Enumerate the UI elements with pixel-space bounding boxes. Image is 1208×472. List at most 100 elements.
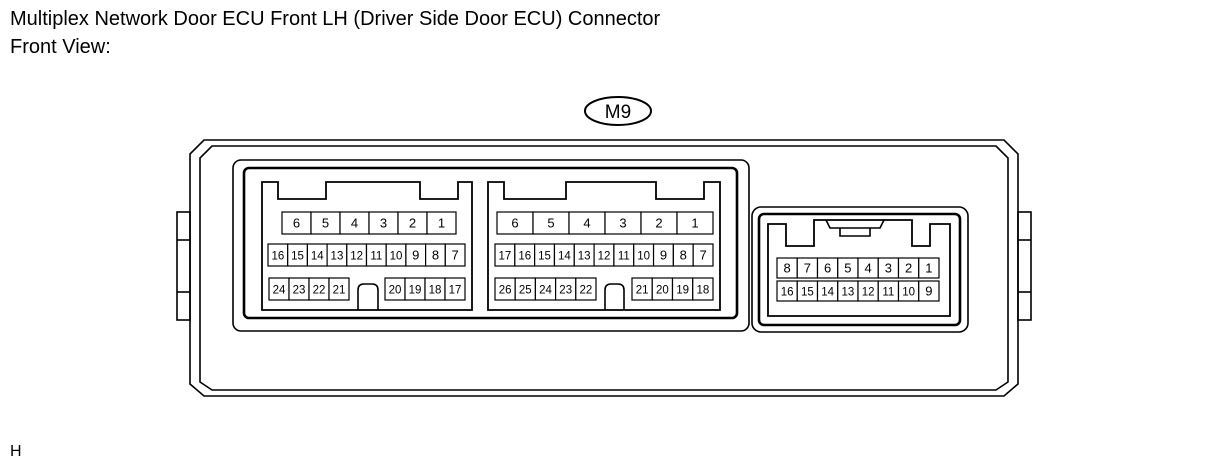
pin-number: 22	[580, 285, 593, 297]
pin-cell: 14	[306, 243, 328, 267]
pin-number: 11	[882, 287, 894, 299]
pin-cell: 5	[532, 211, 570, 235]
pin-cell: 7	[692, 243, 714, 267]
pin-cell: 2	[897, 257, 920, 279]
pin-number: 18	[696, 285, 709, 297]
pin-number: 5	[322, 216, 329, 231]
pin-cell: 12	[346, 243, 368, 267]
pin-number: 26	[499, 285, 512, 297]
pin-cell: 4	[568, 211, 606, 235]
pin-cell: 3	[877, 257, 900, 279]
pin-cell: 2	[397, 211, 428, 235]
pin-cell: 15	[796, 280, 819, 302]
pin-number: 12	[862, 287, 875, 299]
pin-cell: 15	[534, 243, 556, 267]
pin-cell: 14	[553, 243, 575, 267]
pin-number: 13	[331, 251, 344, 263]
pin-number: 16	[781, 287, 794, 299]
pin-number: 9	[925, 284, 932, 299]
pin-cell: 5	[837, 257, 859, 279]
pin-number: 8	[784, 261, 791, 276]
pin-cell: 4	[339, 211, 370, 235]
pin-cell: 24	[534, 277, 557, 301]
pin-cell: 6	[496, 211, 534, 235]
pin-cell: 19	[404, 277, 426, 301]
pin-number: 4	[351, 216, 358, 231]
pin-number: 3	[885, 261, 892, 276]
pin-number: 10	[902, 287, 915, 299]
pin-cell: 23	[554, 277, 577, 301]
pin-cell: 10	[897, 280, 920, 302]
view-label: Front View:	[10, 36, 111, 58]
pin-cell: 18	[424, 277, 446, 301]
pin-number: 25	[519, 285, 532, 297]
pin-number: 14	[558, 251, 571, 263]
pin-cell: 24	[268, 277, 290, 301]
pin-cell: 10	[385, 243, 407, 267]
pin-cell: 11	[613, 243, 635, 267]
pin-cell: 25	[514, 277, 537, 301]
pin-number: 24	[539, 285, 552, 297]
pin-cell: 17	[494, 243, 516, 267]
pin-number: 2	[905, 261, 912, 276]
pin-cell: 6	[281, 211, 312, 235]
pin-number: 12	[350, 251, 363, 263]
pin-number: 2	[655, 216, 662, 231]
pin-number: 13	[841, 287, 854, 299]
pin-cell: 1	[918, 257, 940, 279]
pin-number: 2	[409, 216, 416, 231]
pin-cell: 17	[444, 277, 466, 301]
pin-number: 9	[660, 248, 667, 263]
pin-cell: 14	[816, 280, 839, 302]
pin-cell: 20	[651, 277, 674, 301]
pin-number: 3	[619, 216, 626, 231]
pin-cell: 9	[918, 280, 940, 302]
pin-number: 9	[412, 248, 419, 263]
pin-cell: 16	[267, 243, 289, 267]
pin-cell: 12	[593, 243, 615, 267]
pin-number: 23	[293, 285, 306, 297]
middle-connector-outline	[487, 181, 721, 311]
pin-cell: 16	[776, 280, 798, 302]
pin-number: 5	[547, 216, 554, 231]
footer-code: H	[10, 443, 22, 460]
pin-cell: 2	[640, 211, 678, 235]
pin-cell: 12	[857, 280, 879, 302]
pin-number: 1	[925, 261, 932, 276]
pin-number: 21	[636, 285, 649, 297]
pin-cell: 1	[426, 211, 457, 235]
pin-cell: 21	[631, 277, 653, 301]
pin-cell: 11	[365, 243, 387, 267]
pin-number: 7	[452, 248, 459, 263]
pin-number: 7	[699, 248, 706, 263]
pin-number: 11	[370, 251, 382, 263]
pin-cell: 4	[857, 257, 879, 279]
pin-number: 14	[821, 287, 834, 299]
pin-cell: 19	[671, 277, 694, 301]
pin-cell: 11	[877, 280, 900, 302]
pin-cell: 18	[692, 277, 714, 301]
pin-cell: 16	[514, 243, 536, 267]
main-connector-frame	[232, 159, 750, 332]
pin-number: 1	[691, 216, 698, 231]
pin-number: 19	[676, 285, 689, 297]
pin-cell: 7	[444, 243, 466, 267]
pin-cell: 8	[672, 243, 694, 267]
pin-number: 15	[801, 287, 814, 299]
pin-number: 21	[333, 285, 346, 297]
pin-number: 10	[637, 251, 650, 263]
pin-cell: 8	[776, 257, 798, 279]
pin-number: 15	[291, 251, 304, 263]
pin-cell: 9	[652, 243, 674, 267]
pin-number: 1	[438, 216, 445, 231]
connector-key-notch	[357, 283, 379, 310]
connector-id-label: M9	[605, 102, 631, 123]
pin-cell: 10	[633, 243, 655, 267]
pin-cell: 23	[288, 277, 310, 301]
pin-cell: 20	[384, 277, 406, 301]
pin-cell: 1	[676, 211, 714, 235]
pin-cell: 13	[573, 243, 595, 267]
pin-number: 10	[390, 251, 403, 263]
